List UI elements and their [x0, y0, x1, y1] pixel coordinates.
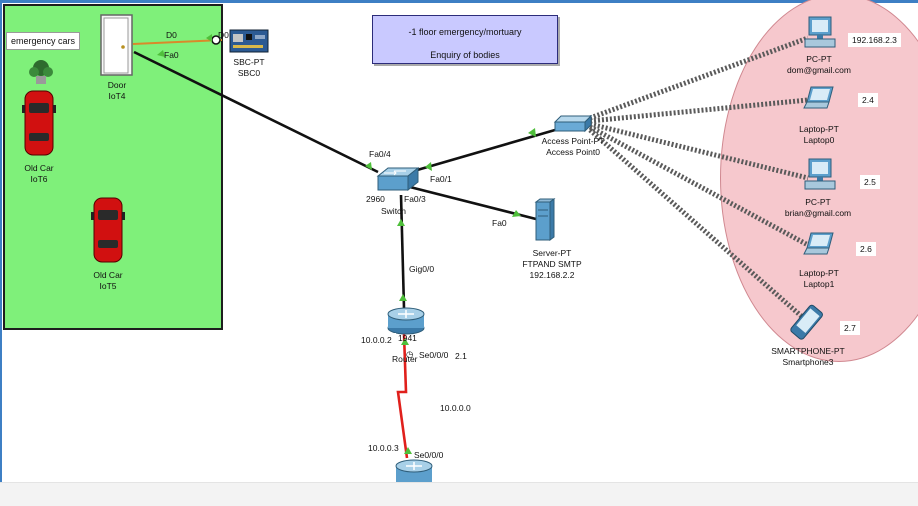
- old-car-iot6-device[interactable]: [22, 89, 56, 164]
- server-fa0-port: Fa0: [492, 218, 507, 228]
- switch-fa03-port: Fa0/3: [404, 194, 426, 204]
- pc-top-device[interactable]: [803, 16, 837, 55]
- access-point-label: Access Point-PT Access Point0: [541, 136, 605, 157]
- access-point-device[interactable]: [553, 114, 593, 139]
- link-door-switch: [133, 50, 379, 174]
- laptop0-ip: 2.4: [858, 93, 878, 107]
- laptop0-device[interactable]: [803, 86, 835, 117]
- pc-mid-ip: 2.5: [860, 175, 880, 189]
- smartphone-ip: 2.7: [840, 321, 860, 335]
- smartphone-icon: [790, 304, 823, 340]
- laptop1-label: Laptop-PT Laptop1: [799, 268, 839, 289]
- old-car-iot6-label: Old Car IoT6: [24, 163, 54, 184]
- note-line-2: Enquiry of bodies: [430, 50, 500, 60]
- switch-fa01-port: Fa0/1: [430, 174, 452, 184]
- link-switch-server: [401, 183, 537, 221]
- workspace-bottom-band: [0, 482, 918, 506]
- plant-decoration: [26, 56, 56, 91]
- serial-link-routers: [396, 333, 409, 459]
- access-point-icon: [553, 114, 593, 133]
- clock-icon: ◷: [406, 349, 414, 359]
- door-fa0-port: Fa0: [164, 50, 179, 60]
- door-label: Door IoT4: [107, 80, 127, 101]
- pc-mid-label: PC-PT brian@gmail.com: [784, 197, 852, 218]
- wireless-link-laptop1: [588, 124, 810, 248]
- router-icon: [387, 307, 425, 335]
- old-car-iot5-device[interactable]: [91, 196, 125, 271]
- car-icon: [22, 90, 56, 156]
- mortuary-note[interactable]: -1 floor emergency/mortuary Enquiry of b…: [372, 15, 558, 64]
- switch-device[interactable]: [376, 166, 420, 199]
- router-se000-port: Se0/0/0: [419, 350, 449, 360]
- laptop1-device[interactable]: [803, 232, 835, 263]
- router-device[interactable]: [386, 306, 426, 341]
- switch-icon: [376, 166, 420, 192]
- wireless-link-phone: [588, 128, 810, 324]
- door-icon: [100, 14, 133, 76]
- switch-label-name: Switch: [381, 206, 407, 216]
- pc-icon: [804, 16, 836, 48]
- door-device[interactable]: [99, 13, 135, 82]
- sbc-d0-port: D0: [218, 30, 229, 40]
- router-ip-left: 10.0.0.2: [357, 333, 396, 347]
- server-icon: [534, 198, 556, 241]
- old-car-iot5-label: Old Car IoT5: [93, 270, 123, 291]
- router-icon: [395, 459, 433, 484]
- router2-se000-port: Se0/0/0: [414, 450, 444, 460]
- laptop-icon: [803, 232, 834, 255]
- workspace-left-border: [0, 0, 2, 505]
- switch-gig00-port: Gig0/0: [409, 264, 435, 274]
- laptop-icon: [803, 86, 834, 109]
- switch-label-model: 2960: [366, 194, 385, 204]
- sbc-device[interactable]: [229, 25, 271, 62]
- wireless-link-pc1: [589, 121, 809, 181]
- smartphone-device[interactable]: [788, 303, 824, 348]
- car-icon: [91, 197, 125, 263]
- router2-device[interactable]: [394, 458, 434, 489]
- router-ip-right: 2.1: [451, 349, 471, 363]
- sbc-label: SBC-PT SBC0: [233, 57, 265, 78]
- router-name-label: Router: [392, 354, 418, 364]
- link-switch-router: [399, 194, 406, 309]
- server-device[interactable]: [534, 198, 556, 247]
- serial-network-label: 10.0.0.0: [436, 401, 475, 415]
- link-switch-ap: [399, 128, 556, 177]
- iot-link-door-sbc: [132, 39, 223, 45]
- workspace-top-border: [0, 0, 918, 3]
- switch-fa04-port: Fa0/4: [369, 149, 391, 159]
- wireless-link-laptop0: [589, 97, 809, 124]
- smartphone-label: SMARTPHONE-PT Smartphone3: [771, 346, 845, 367]
- laptop1-ip: 2.6: [856, 242, 876, 256]
- door-d0-port: D0: [166, 30, 177, 40]
- laptop0-label: Laptop-PT Laptop0: [799, 124, 839, 145]
- server-label: Server-PT FTPAND SMTP 192.168.2.2: [522, 248, 582, 280]
- pc-mid-device[interactable]: [803, 158, 837, 197]
- emergency-cars-label[interactable]: emergency cars: [6, 32, 81, 50]
- plant-icon: [29, 60, 53, 84]
- router-model-label: 1941: [398, 333, 417, 343]
- wireless-link-pc0: [589, 35, 809, 121]
- pc-top-ip: 192.168.2.3: [848, 33, 901, 47]
- sbc-board-icon: [229, 29, 269, 53]
- pc-top-label: PC-PT dom@gmail.com: [787, 54, 851, 75]
- note-line-1: -1 floor emergency/mortuary: [408, 27, 522, 37]
- router2-ip-label: 10.0.0.3: [364, 441, 403, 455]
- pc-icon: [804, 158, 836, 190]
